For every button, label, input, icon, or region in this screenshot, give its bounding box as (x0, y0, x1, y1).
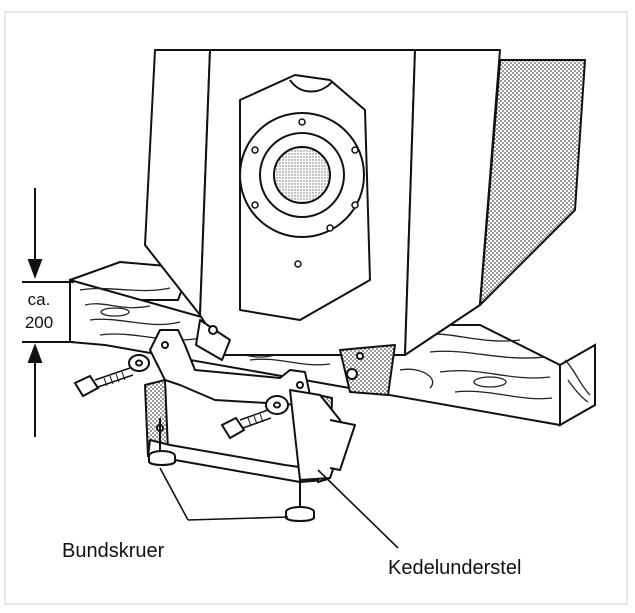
mounting-bolts (73, 354, 289, 440)
dimension-label-line1: ca. (27, 290, 51, 309)
boiler-body (144, 49, 586, 396)
leader-lines (159, 467, 399, 549)
dimension-label: ca. 200 (20, 288, 58, 334)
base-frame (144, 329, 356, 483)
base-frame-label: Kedelunderstel (388, 557, 522, 579)
feet-label: Bundskruer (62, 540, 165, 562)
adjustable-feet (148, 418, 315, 522)
dimension-indicator (22, 188, 74, 437)
dimension-label-line2: 200 (24, 313, 54, 332)
frame-border (4, 11, 628, 605)
